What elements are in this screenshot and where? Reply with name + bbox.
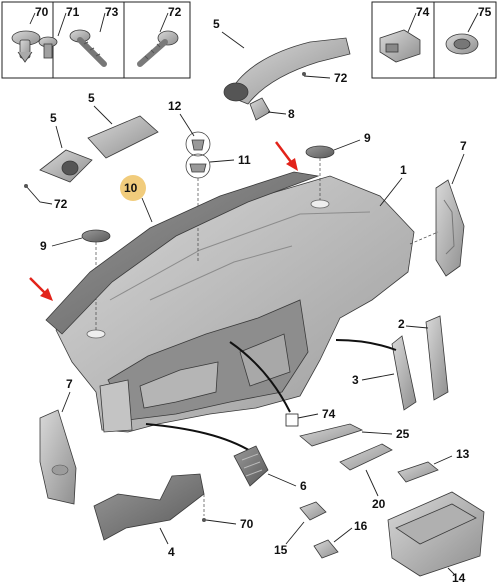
callout-4: 4	[168, 545, 175, 559]
callout-74: 74	[322, 407, 336, 421]
air-duct-upper	[223, 37, 351, 105]
clip-small-a	[299, 501, 327, 521]
grommet-left	[81, 229, 111, 243]
callout-20: 20	[372, 497, 386, 511]
callout-5-left-a: 5	[88, 91, 95, 105]
push-clip-icon	[38, 36, 58, 59]
dashboard-panel	[55, 175, 415, 433]
latch-bracket	[299, 423, 364, 447]
callout-1: 1	[400, 163, 407, 177]
foam-pad	[249, 97, 271, 121]
glovebox-hinge	[339, 443, 393, 471]
box-label-75: 75	[478, 5, 492, 19]
callout-5-left-b: 5	[50, 111, 57, 125]
fastener-box-right: 74 75	[371, 1, 497, 79]
air-vent-center	[233, 445, 269, 487]
callout-15: 15	[274, 543, 288, 557]
screw-icon	[69, 29, 107, 67]
highlight-badge	[120, 175, 146, 201]
clip-fastener-icon	[11, 30, 41, 63]
clip-small-b	[313, 539, 339, 559]
bracket-icon	[379, 29, 421, 63]
vent-grille	[391, 335, 417, 411]
air-duct-left	[39, 115, 159, 183]
callout-10: 10	[124, 181, 138, 195]
callout-72-top: 72	[334, 71, 348, 85]
callout-6: 6	[300, 479, 307, 493]
vent-bezel	[425, 315, 449, 401]
callout-2: 2	[398, 317, 405, 331]
screw-icon	[137, 30, 179, 67]
windscreen-trim-strip	[45, 171, 320, 335]
callout-7-right: 7	[460, 139, 467, 153]
callout-3: 3	[352, 373, 359, 387]
callout-9-top: 9	[364, 131, 371, 145]
callout-70: 70	[240, 517, 254, 531]
callout-8: 8	[288, 107, 295, 121]
clip-location-marker	[285, 413, 299, 427]
clip-detail-circles	[185, 131, 211, 179]
box-label-74: 74	[416, 5, 430, 19]
end-cap-right	[435, 179, 465, 277]
callout-7-left: 7	[66, 377, 73, 391]
callout-25: 25	[396, 427, 410, 441]
end-cap-left	[39, 409, 77, 505]
callout-13: 13	[456, 447, 470, 461]
glovebox-handle	[397, 461, 439, 483]
callout-11: 11	[238, 153, 251, 167]
fastener-box-left: 70 71 73 72	[1, 1, 191, 79]
callout-9-left: 9	[40, 239, 47, 253]
red-arrow-icon	[29, 277, 53, 301]
callout-14: 14	[452, 571, 466, 585]
box-label-71: 71	[66, 5, 80, 19]
callout-12: 12	[168, 99, 182, 113]
glovebox-bin	[387, 491, 485, 577]
box-label-72: 72	[168, 5, 182, 19]
box-label-73: 73	[105, 5, 119, 19]
callout-16: 16	[354, 519, 368, 533]
callout-5-top: 5	[213, 17, 220, 31]
box-label-70: 70	[35, 5, 49, 19]
lower-support-bracket	[93, 473, 205, 541]
grommet-icon	[445, 33, 479, 55]
callout-72-left: 72	[54, 197, 68, 211]
red-arrow-icon	[275, 141, 298, 171]
grommet-top	[305, 145, 335, 159]
